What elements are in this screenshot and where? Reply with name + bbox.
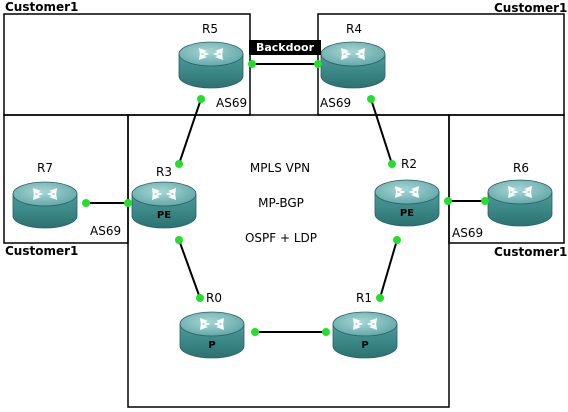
- port-r5-east: [248, 60, 256, 68]
- router-r1-icon[interactable]: [332, 311, 398, 359]
- router-r3-tag: PE: [157, 210, 171, 221]
- port-r2-east: [444, 197, 452, 205]
- router-r0-tag: P: [208, 340, 215, 351]
- backdoor-label: Backdoor: [256, 41, 315, 54]
- link-r2-r1: [379, 239, 398, 299]
- router-r4-icon[interactable]: [320, 41, 386, 89]
- backdoor-badge: [249, 40, 321, 55]
- link-r5-r3: [178, 98, 202, 165]
- port-r4-south: [367, 95, 375, 103]
- port-r0-north: [196, 294, 204, 302]
- customer-label-right: Customer1: [494, 245, 567, 259]
- port-r4-west: [314, 60, 322, 68]
- router-r3-icon[interactable]: [131, 181, 197, 229]
- router-r1-tag: P: [361, 340, 368, 351]
- port-r1-north: [376, 294, 384, 302]
- router-r2-tag: PE: [400, 208, 414, 219]
- link-r4-r2: [370, 98, 393, 165]
- port-r7-east: [82, 199, 90, 207]
- as-label-r4: AS69: [320, 96, 351, 110]
- as-label-r6: AS69: [452, 226, 483, 240]
- router-r1-label: R1: [356, 291, 372, 305]
- port-r3-north: [175, 160, 183, 168]
- router-r0-label: R0: [206, 291, 222, 305]
- router-r2-icon[interactable]: [374, 179, 440, 227]
- port-r3-south: [175, 236, 183, 244]
- port-r2-north: [388, 160, 396, 168]
- customer-label-top-right: Customer1: [494, 1, 567, 15]
- port-r6-west: [481, 197, 489, 205]
- router-r5-icon[interactable]: [178, 41, 244, 89]
- router-r6-label: R6: [513, 161, 529, 175]
- customer-label-left: Customer1: [5, 244, 78, 258]
- as-label-r7: AS69: [90, 224, 121, 238]
- router-r0-icon[interactable]: [179, 311, 245, 359]
- router-r7-label: R7: [37, 161, 53, 175]
- core-label-ospf-ldp: OSPF + LDP: [245, 231, 317, 245]
- router-r2-label: R2: [401, 157, 417, 171]
- port-r2-south: [393, 236, 401, 244]
- link-r3-r0: [178, 239, 201, 299]
- port-r0-east: [251, 328, 259, 336]
- router-r3-label: R3: [156, 165, 172, 179]
- port-r1-west: [322, 328, 330, 336]
- core-label-mp-bgp: MP-BGP: [258, 196, 304, 210]
- router-r7-icon[interactable]: [12, 181, 78, 229]
- provider-core-box: [127, 114, 450, 408]
- customer-label-top-left: Customer1: [5, 0, 78, 14]
- router-r5-label: R5: [202, 22, 218, 36]
- port-r5-south: [197, 95, 205, 103]
- router-r4-label: R4: [346, 22, 362, 36]
- core-label-mpls-vpn: MPLS VPN: [250, 161, 310, 175]
- router-r6-icon[interactable]: [487, 179, 553, 227]
- as-label-r5: AS69: [216, 96, 247, 110]
- port-r3-west: [124, 199, 132, 207]
